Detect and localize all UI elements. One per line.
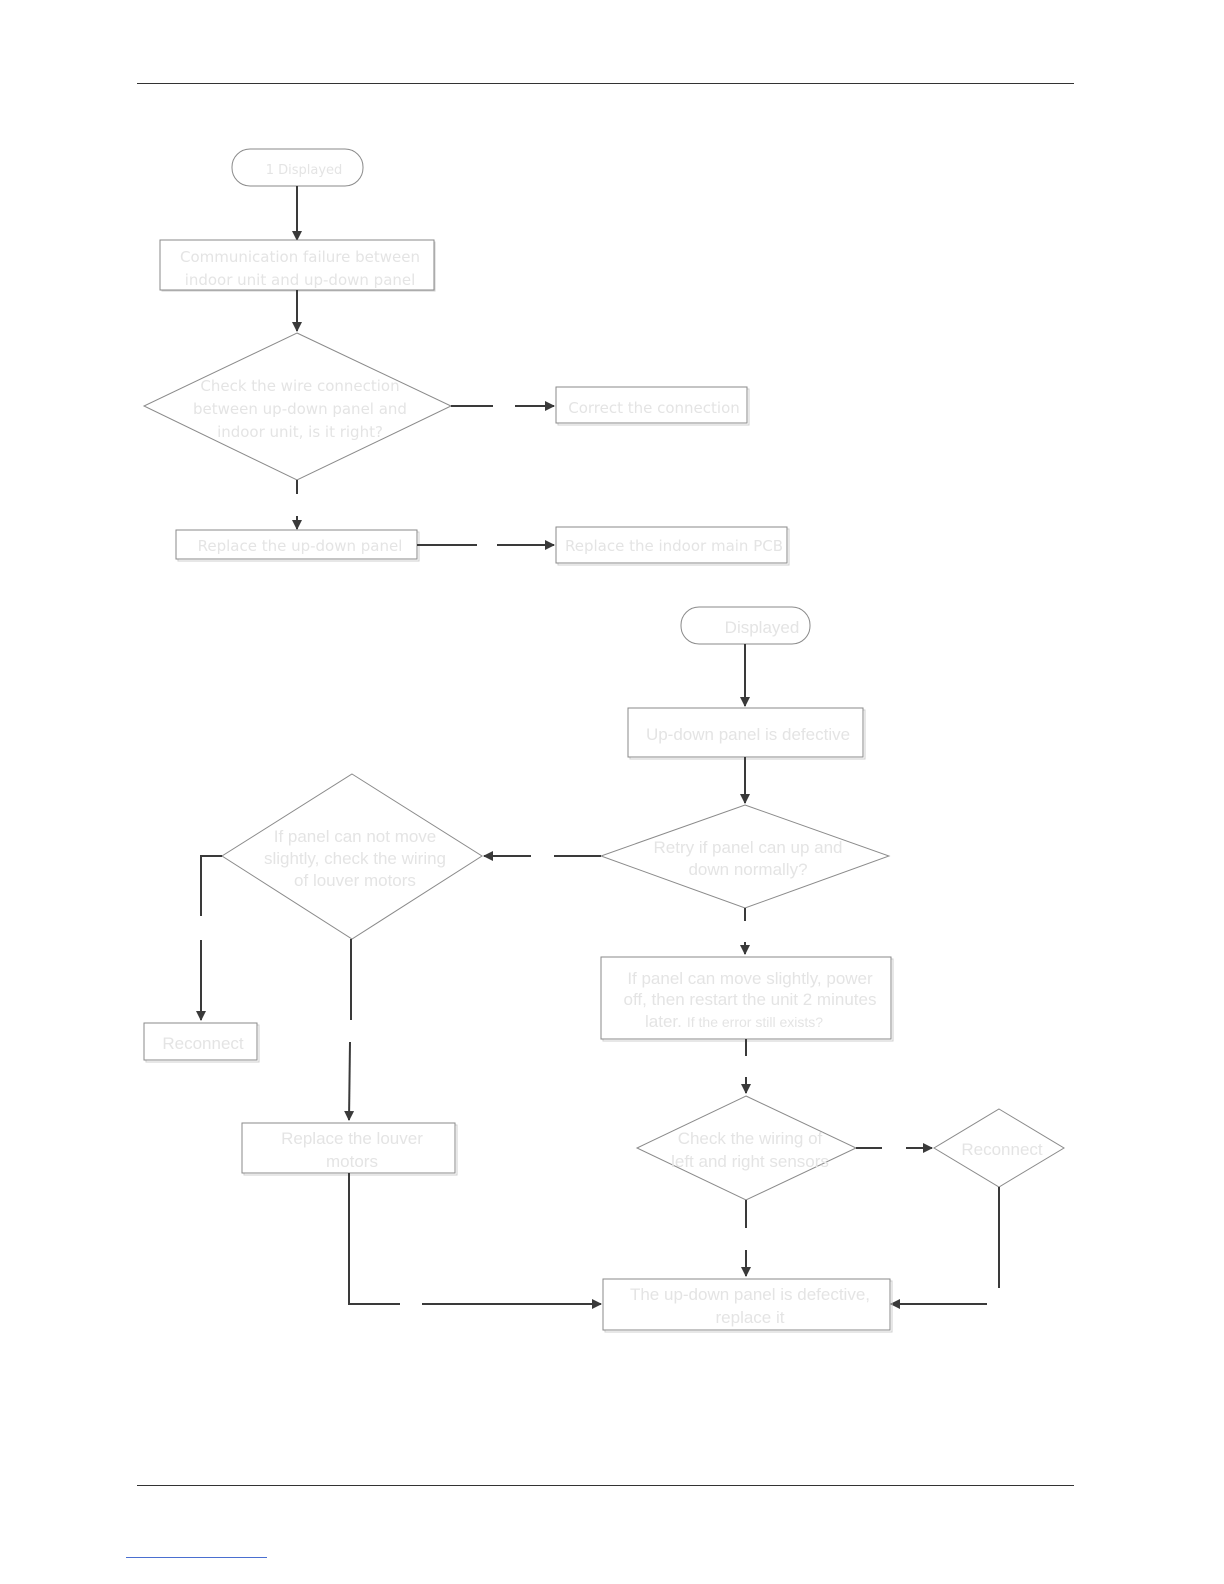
fc2-replace-louver-box: Replace the louver motors: [241, 1122, 458, 1176]
fc2-retry-line-2: down normally?: [688, 860, 807, 879]
fc2-cause-box: Up-down panel is defective: [627, 707, 866, 760]
fc2-cause-label: Up-down panel is defective: [646, 725, 850, 744]
fc2-can-move-line-2: off, then restart the unit 2 minutes: [624, 990, 877, 1009]
fc1-start-terminator: 1 Displayed: [231, 148, 364, 187]
fc1-cause-line-1: Communication failure between: [180, 248, 420, 266]
fc1-replace-panel-box: Replace the up-down panel: [175, 529, 420, 562]
fc1-correct-box: Correct the connection: [555, 386, 750, 426]
fc2-cannot-move-line-1: If panel can not move: [274, 827, 437, 846]
flowchart-2: Displayed Up-down panel is defective Ret…: [143, 606, 1065, 1333]
fc2-defective-line-1: The up-down panel is defective,: [630, 1285, 870, 1304]
fc1-check-line-1: Check the wire connection: [200, 377, 399, 395]
fc1-replace-pcb-box: Replace the indoor main PCB: [555, 526, 790, 566]
fc2-reconnect-left-label: Reconnect: [162, 1034, 244, 1053]
fc2-retry-decision: Retry if panel can up and down normally?: [599, 804, 891, 909]
fc2-check-sensors-line-1: Check the wiring of: [678, 1129, 823, 1148]
fc2-defective-box: The up-down panel is defective, replace …: [602, 1278, 893, 1333]
fc2-cannot-move-line-3: of louver motors: [294, 871, 416, 890]
footer-rule: [137, 1485, 1074, 1486]
fc1-check-line-2: between up-down panel and: [193, 400, 407, 418]
fc2-retry-line-1: Retry if panel can up and: [653, 838, 842, 857]
fc2-can-move-box: If panel can move slightly, power off, t…: [600, 956, 894, 1042]
fc2-check-sensors-line-2: left and right sensors: [671, 1152, 829, 1171]
fc2-reconnect-left-box: Reconnect: [143, 1022, 260, 1063]
fc2-line-louver-to-defective: [348, 1173, 400, 1305]
fc1-replace-panel-label: Replace the up-down panel: [198, 537, 403, 555]
fc2-replace-louver-line-1: Replace the louver: [281, 1129, 423, 1148]
fc2-cannot-move-line-2: slightly, check the wiring: [264, 849, 446, 868]
fc2-line-to-reconnect-left: [200, 855, 222, 916]
fc2-can-move-later: later.: [645, 1012, 682, 1031]
flowchart-1: 1 Displayed Communication failure betwee…: [142, 148, 790, 566]
fc2-defective-line-2: replace it: [716, 1308, 785, 1327]
fc2-start-label: Displayed: [725, 618, 800, 637]
fc1-check-line-3: indoor unit, is it right?: [217, 423, 383, 441]
fc1-replace-pcb-label: Replace the indoor main PCB: [565, 537, 783, 555]
fc2-arrow-to-louver: [344, 1041, 355, 1121]
footer-link-underline[interactable]: [126, 1557, 267, 1558]
fc2-reconnect-right-decision: Reconnect: [933, 1108, 1065, 1188]
fc2-start-terminator: Displayed: [680, 606, 811, 645]
fc1-start-label: 1 Displayed: [266, 163, 343, 178]
fc2-can-move-line-3: later. If the error still exists?: [645, 1012, 823, 1031]
header-rule: [137, 83, 1074, 84]
fc2-cannot-move-decision: If panel can not move slightly, check th…: [221, 773, 483, 940]
fc1-cause-box: Communication failure between indoor uni…: [159, 239, 436, 292]
fc2-check-sensors-decision: Check the wiring of left and right senso…: [635, 1095, 858, 1201]
fc1-check-decision: Check the wire connection between up-dow…: [142, 332, 453, 481]
fc2-can-move-suffix: If the error still exists?: [687, 1014, 823, 1030]
fc2-replace-louver-line-2: motors: [326, 1152, 378, 1171]
fc1-cause-line-2: indoor unit and up-down panel: [185, 271, 416, 289]
fc2-reconnect-right-label: Reconnect: [961, 1140, 1043, 1159]
fc2-can-move-line-1: If panel can move slightly, power: [627, 969, 873, 988]
fc1-correct-label: Correct the connection: [568, 399, 740, 417]
